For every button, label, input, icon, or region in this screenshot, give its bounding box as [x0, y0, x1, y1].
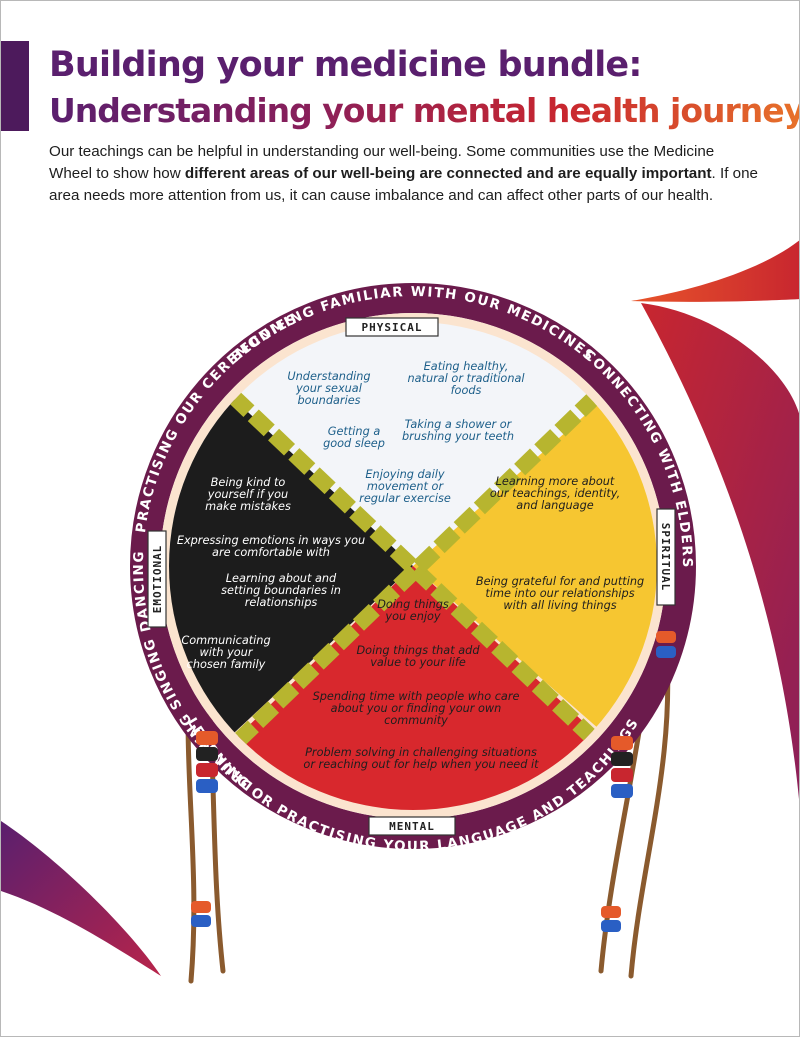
intro-paragraph: Our teachings can be helpful in understa… [49, 141, 759, 207]
beads-left [191, 731, 218, 927]
physical-item-4: Taking a shower or brushing your teeth [402, 418, 514, 443]
mental-item-1: Doing things you enjoy [377, 598, 449, 623]
label-mental-tag: MENTAL [368, 816, 456, 836]
intro-text-1: Our teachings can be helpful in understa… [49, 143, 715, 182]
physical-item-5: Enjoying daily movement or regular exerc… [359, 468, 451, 505]
emotional-item-3: Learning about and setting boundaries in… [221, 572, 341, 609]
mental-item-2: Doing things that add value to your life [356, 644, 480, 669]
title-line-2: Understanding your mental health journey [49, 91, 799, 130]
physical-item-2: Eating healthy, natural or traditional f… [407, 360, 525, 397]
label-physical-tag: PHYSICAL [345, 317, 439, 337]
swoosh-left [1, 821, 161, 976]
quadrant-spiritual [413, 331, 657, 801]
mental-item-4: Problem solving in challenging situation… [303, 746, 539, 771]
physical-item-1: Understanding your sexual boundaries [287, 370, 371, 407]
emotional-item-1: Being kind to yourself if you make mista… [205, 476, 291, 513]
mental-item-3: Spending time with people who care about… [312, 690, 520, 727]
intro-bold: different areas of our well-being are co… [184, 165, 712, 182]
title-line-1: Building your medicine bundle: [49, 45, 642, 85]
swoosh-right-top [631, 240, 799, 302]
label-emotional-tag: EMOTIONAL [147, 530, 167, 628]
beads-right [601, 631, 676, 932]
braid-2 [227, 390, 602, 752]
quadrant-mental [169, 566, 657, 810]
physical-item-3: Getting a good sleep [323, 425, 385, 450]
emotional-item-2: Expressing emotions in ways you are comf… [176, 534, 366, 559]
label-physical: PHYSICAL [362, 321, 423, 334]
label-mental: MENTAL [389, 820, 435, 833]
title-accent-bar [1, 41, 29, 131]
intro-text-2: . If one area needs more attention from … [49, 165, 758, 204]
braid-1 [227, 390, 607, 752]
spiritual-item-2: Being grateful for and putting time into… [475, 575, 645, 612]
label-spiritual-tag: SPIRITUAL [656, 508, 676, 606]
emotional-item-4: Communicating with your chosen family [181, 634, 271, 671]
label-spiritual: SPIRITUAL [659, 523, 672, 592]
swoosh-right-body [641, 303, 799, 800]
quadrant-emotional [169, 331, 413, 801]
spiritual-item-1: Learning more about our teachings, ident… [489, 475, 621, 512]
label-emotional: EMOTIONAL [151, 545, 164, 614]
